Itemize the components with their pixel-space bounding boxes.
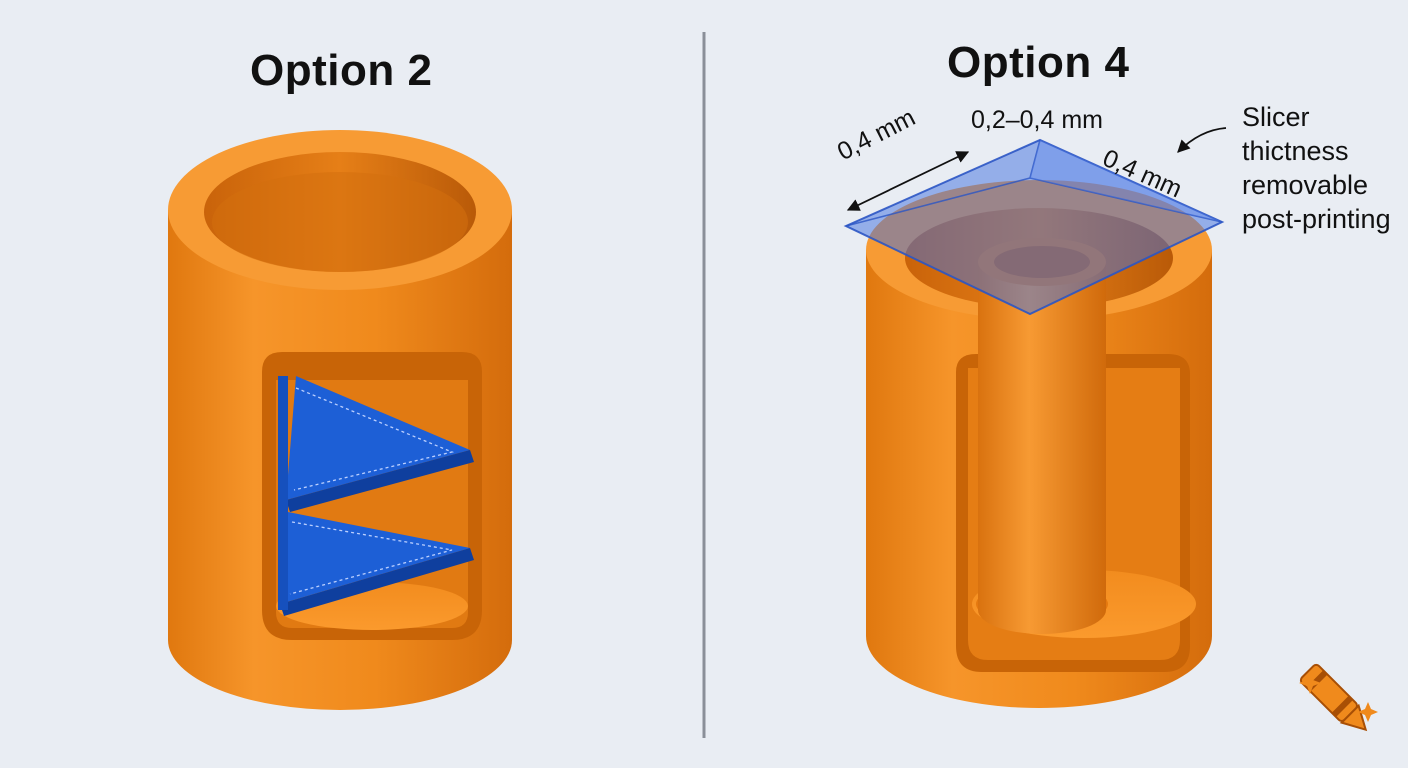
slicer-plane [843, 138, 1225, 316]
option-2-title: Option 2 [250, 46, 433, 95]
option-2-part [168, 130, 512, 710]
annotation-line: Slicer [1242, 102, 1310, 132]
option-4-title: Option 4 [947, 38, 1130, 87]
option-4-part [843, 127, 1227, 708]
tree-supports [278, 376, 474, 616]
crayon-sparkle-icon [1299, 663, 1378, 732]
dimension-label-top: 0,2–0,4 mm [971, 106, 1104, 134]
annotation-line: thictness [1242, 136, 1349, 166]
annotation-line: post-printing [1242, 204, 1391, 234]
inner-pillar [978, 262, 1106, 634]
dimension-arrows [846, 127, 1227, 211]
annotation-line: removable [1242, 170, 1369, 200]
